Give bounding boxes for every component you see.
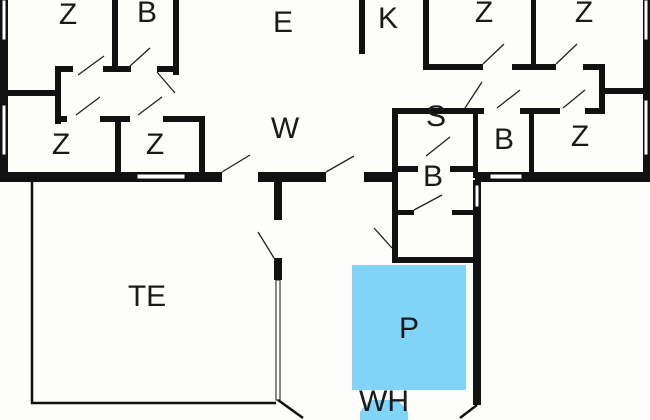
door-swing <box>156 71 176 94</box>
pool <box>352 265 466 390</box>
room-label: Z <box>59 0 77 31</box>
wall <box>392 108 484 114</box>
door-swing <box>325 155 355 173</box>
wall <box>531 0 536 70</box>
wall <box>274 258 282 280</box>
window <box>1 104 7 156</box>
room-label: W <box>271 112 300 145</box>
wall <box>157 66 179 72</box>
window <box>489 173 523 180</box>
wall <box>173 0 179 75</box>
wall <box>452 210 474 215</box>
room-label: Z <box>52 128 70 161</box>
wall <box>55 116 67 122</box>
room-label: Z <box>475 0 493 29</box>
chamfer-left <box>277 398 304 420</box>
door-swing <box>425 136 451 157</box>
room-label: E <box>273 6 293 39</box>
whirlpool <box>360 400 408 420</box>
wall <box>55 66 73 72</box>
wall <box>602 88 650 94</box>
door-swing <box>373 227 393 249</box>
door-swing <box>464 81 483 109</box>
wall <box>585 108 605 114</box>
kitchen-wall <box>359 0 365 54</box>
wall <box>199 116 205 176</box>
wall <box>423 64 483 70</box>
window <box>1 0 7 41</box>
room-label: S <box>426 100 446 133</box>
doors <box>75 43 586 259</box>
room-label: Z <box>575 0 593 29</box>
wall <box>583 64 605 70</box>
door-swing <box>413 194 443 211</box>
window <box>643 0 649 41</box>
wall <box>103 66 131 72</box>
room-label: B <box>423 160 443 193</box>
wall <box>115 116 121 176</box>
window <box>136 173 186 180</box>
wall <box>473 180 481 405</box>
door-swing <box>129 47 151 67</box>
room-label: WH <box>359 385 409 418</box>
door-swing <box>496 89 521 109</box>
wall <box>529 108 534 178</box>
wall-bottom-left <box>0 172 222 182</box>
door-swing <box>555 43 578 65</box>
window <box>643 99 649 156</box>
wall <box>473 108 478 178</box>
wall-bottom-mid2 <box>364 172 394 182</box>
room-label: P <box>399 312 419 345</box>
wall-bottom-right <box>475 172 650 182</box>
door-swing <box>75 96 101 116</box>
door-swing <box>562 89 586 109</box>
room-label: TE <box>128 280 166 313</box>
wall-bottom-mid <box>258 172 326 182</box>
door-swing <box>221 154 251 173</box>
room-label: K <box>378 2 398 35</box>
wall <box>8 90 58 96</box>
chamfer-right <box>459 404 478 419</box>
door-swing <box>482 43 505 65</box>
room-label: B <box>137 0 157 29</box>
terrace-outline <box>30 182 276 405</box>
door-swing <box>257 231 275 259</box>
room-label: B <box>494 123 514 156</box>
room-label: Z <box>571 120 589 153</box>
door-swing <box>77 55 105 76</box>
wall <box>423 0 429 70</box>
wall <box>392 210 414 215</box>
wall <box>450 166 476 172</box>
window <box>474 184 480 208</box>
wall <box>112 0 118 72</box>
door-swing <box>137 96 163 116</box>
room-label: Z <box>146 128 164 161</box>
wall-left <box>0 0 8 182</box>
window <box>275 279 281 401</box>
wall <box>520 108 560 114</box>
wall <box>392 257 474 263</box>
wall <box>274 180 282 220</box>
wall <box>163 116 203 122</box>
wall <box>392 108 398 263</box>
wall <box>392 166 418 172</box>
